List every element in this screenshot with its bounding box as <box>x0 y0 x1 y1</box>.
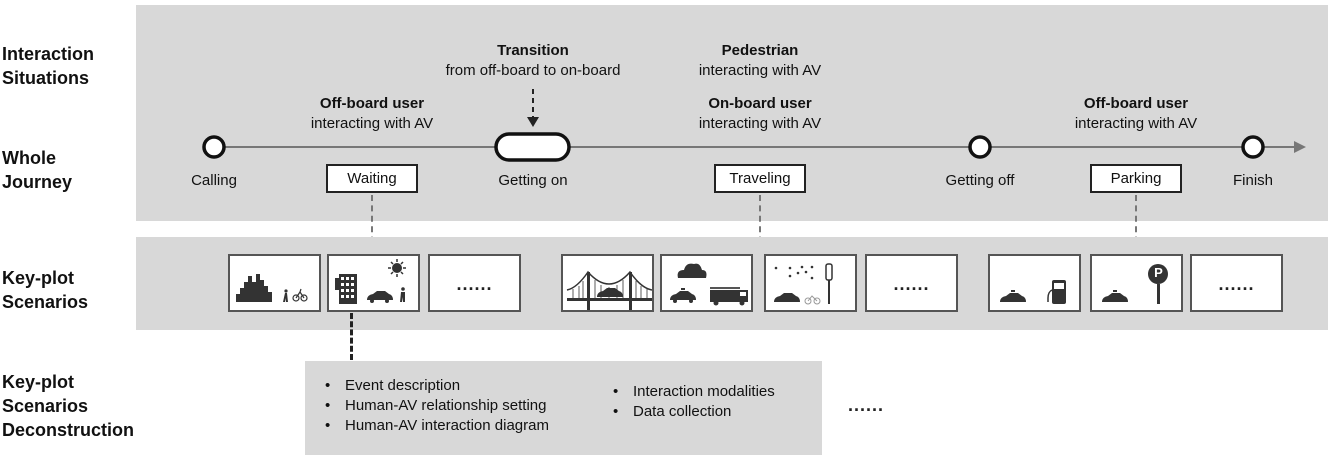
row-label-keyplot-deconstruction: Key-plot Scenarios Deconstruction <box>2 370 134 442</box>
situation-subtitle: interacting with AV <box>698 62 822 79</box>
deconstruction-item: Data collection <box>607 402 775 422</box>
taxi-fuel-pump-icon <box>1000 280 1066 304</box>
row-label-line: Situations <box>2 68 90 88</box>
milestone-calling: Calling <box>191 172 237 189</box>
scenario-card-cloud[interactable] <box>660 254 753 312</box>
deconstruction-more-dots-icon: ...... <box>848 395 885 415</box>
connector-waiting <box>371 195 373 253</box>
bridge-taxi-icon <box>566 270 652 310</box>
timeline-arrowhead-icon <box>1294 141 1306 153</box>
row-label-line: Scenarios <box>2 396 89 416</box>
row-label-line: Scenarios <box>2 292 89 312</box>
getting-on-node-icon <box>494 132 571 162</box>
city-skyline-pedestrian-cyclist-icon <box>236 274 308 302</box>
deconstruction-item: Human-AV relationship setting <box>319 396 549 416</box>
situation-title: On-board user <box>708 95 812 112</box>
milestone-getting-on: Getting on <box>498 172 568 189</box>
row-label-keyplot-scenarios: Key-plot Scenarios <box>2 266 88 314</box>
stage-parking[interactable]: Parking <box>1090 164 1182 193</box>
building-sun-taxi-pedestrian-icon <box>335 259 406 304</box>
row-label-line: Whole <box>2 148 56 168</box>
taxi-parking-sign-icon <box>1102 264 1168 304</box>
scenario-card-more[interactable]: ...... <box>865 254 958 312</box>
situation-title: Off-board user <box>1083 95 1189 112</box>
deconstruction-list-1: Event description Human-AV relationship … <box>319 376 549 436</box>
row-label-whole-journey: Whole Journey <box>2 146 72 194</box>
situation-offboard-parking: Off-board user interacting with AV <box>1075 94 1197 134</box>
deconstruction-list-2: Interaction modalities Data collection <box>607 382 775 422</box>
stage-waiting[interactable]: Waiting <box>326 164 418 193</box>
scenario-card-more[interactable]: ...... <box>428 254 521 312</box>
situation-title: Pedestrian <box>721 42 799 59</box>
row-label-line: Key-plot <box>2 372 74 392</box>
deconstruction-item: Interaction modalities <box>607 382 775 402</box>
getting-off-node-icon <box>968 135 992 159</box>
connector-parking <box>1135 195 1137 253</box>
rain-taxi-bicycle-trafficlight-icon <box>774 263 833 305</box>
situation-title: Transition <box>497 42 569 59</box>
deconstruction-item: Human-AV interaction diagram <box>319 416 549 436</box>
calling-node-icon <box>202 135 226 159</box>
cloud-taxi-firetruck-icon <box>670 263 748 306</box>
scenario-card-bridge[interactable] <box>561 254 654 312</box>
milestone-finish: Finish <box>1232 172 1274 189</box>
situation-transition: Transition from off-board to on-board <box>446 41 621 81</box>
row-label-line: Journey <box>2 172 73 192</box>
row-label-line: Interaction <box>2 44 95 64</box>
row-label-interaction-situations: Interaction Situations <box>2 42 94 90</box>
more-dots-icon: ...... <box>893 274 930 294</box>
scenario-card-city[interactable] <box>228 254 321 312</box>
row-label-line: Key-plot <box>2 268 74 288</box>
more-dots-icon: ...... <box>1218 274 1255 294</box>
situation-onboard: On-board user interacting with AV <box>699 94 821 134</box>
more-dots-icon: ...... <box>456 274 493 294</box>
milestone-getting-off: Getting off <box>945 172 1015 189</box>
situation-subtitle: interacting with AV <box>310 115 434 132</box>
situation-title: Off-board user <box>319 95 425 112</box>
scenario-card-fuel[interactable] <box>988 254 1081 312</box>
scenario-card-more[interactable]: ...... <box>1190 254 1283 312</box>
stage-traveling[interactable]: Traveling <box>714 164 806 193</box>
connector-deconstruction <box>350 313 353 360</box>
deconstruction-item: Event description <box>319 376 549 396</box>
row-label-line: Deconstruction <box>2 420 135 440</box>
scenario-card-rain[interactable] <box>764 254 857 312</box>
transition-arrowhead-icon <box>527 117 539 127</box>
situation-subtitle: from off-board to on-board <box>445 62 621 79</box>
finish-node-icon <box>1241 135 1265 159</box>
situation-pedestrian: Pedestrian interacting with AV <box>699 41 821 81</box>
situation-subtitle: interacting with AV <box>1074 115 1198 132</box>
connector-traveling <box>759 195 761 253</box>
situation-offboard-waiting: Off-board user interacting with AV <box>311 94 433 134</box>
deconstruction-panel: Event description Human-AV relationship … <box>305 361 822 455</box>
scenario-card-building[interactable] <box>327 254 420 312</box>
situation-subtitle: interacting with AV <box>698 115 822 132</box>
parking-sign-letter: P <box>1154 265 1163 280</box>
scenario-card-parking[interactable]: P <box>1090 254 1183 312</box>
